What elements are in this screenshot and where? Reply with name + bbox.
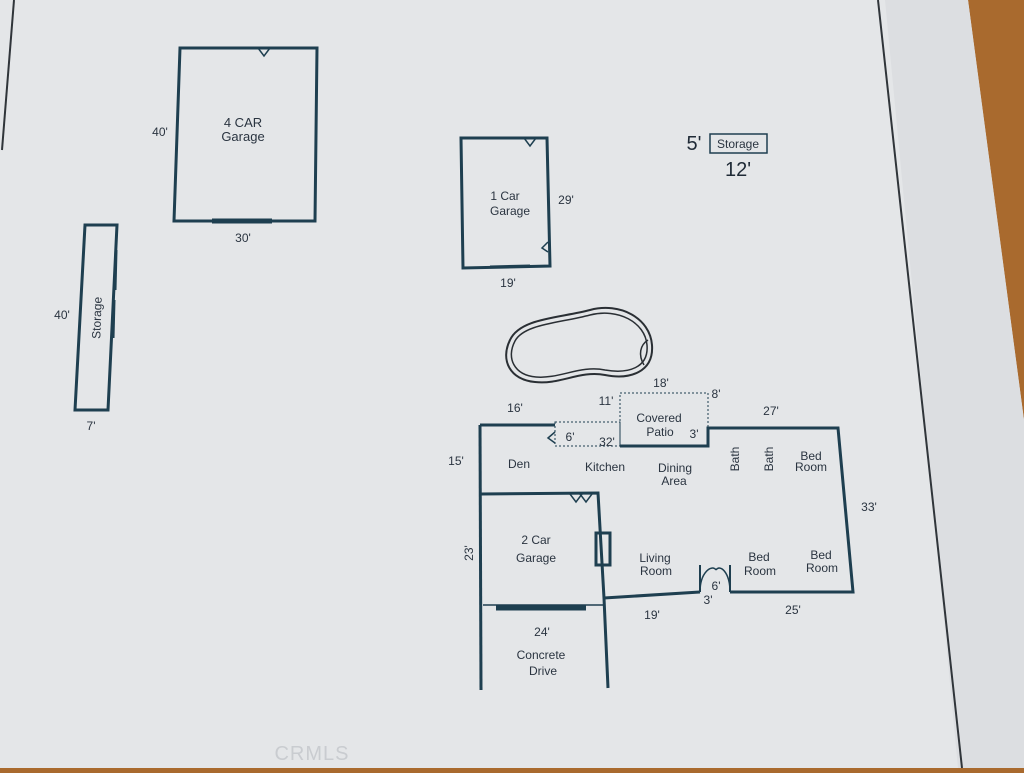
watermark: CRMLS — [274, 743, 349, 765]
garage1-label-1: 1 Car — [490, 189, 519, 203]
room-kitchen: Kitchen — [585, 460, 625, 474]
storage-small-depth: 5' — [687, 133, 702, 155]
dim-15: 15' — [448, 454, 464, 468]
concrete-drive-2: Drive — [529, 664, 557, 678]
pool — [505, 306, 654, 384]
room-bath-1: Bath — [728, 447, 742, 472]
room-bed1-1: Bed — [800, 449, 821, 463]
dim-6-den: 6' — [566, 430, 575, 444]
dim-32: 32' — [599, 435, 615, 449]
room-dining-2: Area — [661, 474, 687, 488]
room-dining-1: Dining — [658, 461, 692, 475]
dim-11: 11' — [599, 394, 614, 408]
storage-long-depth: 40' — [54, 308, 70, 322]
storage-small-label: Storage — [717, 137, 759, 151]
room-bed2-2: Room — [744, 564, 776, 578]
dim-16: 16' — [507, 401, 523, 415]
storage-small: Storage 5' 12' — [687, 133, 768, 181]
garage1-width: 19' — [500, 276, 516, 290]
room-living-1: Living — [639, 551, 670, 565]
dim-3-patio: 3' — [690, 427, 699, 441]
storage-long-width: 7' — [87, 419, 96, 433]
patio-label-2: Patio — [646, 425, 674, 439]
covered-patio: Covered Patio — [554, 392, 709, 447]
room-living-2: Room — [640, 564, 672, 578]
garage4-label-2: Garage — [221, 129, 264, 144]
dim-25: 25' — [785, 603, 801, 617]
room-bed3-1: Bed — [810, 548, 831, 562]
dim-33: 33' — [861, 500, 877, 514]
storage-small-width: 12' — [725, 159, 751, 181]
garage-4-car: 4 CAR Garage 40' 30' — [152, 46, 319, 245]
dim-19: 19' — [644, 608, 660, 622]
room-garage2-2: Garage — [516, 551, 556, 565]
patio-label-1: Covered — [636, 411, 681, 425]
garage4-label-1: 4 CAR — [224, 115, 262, 130]
concrete-drive-1: Concrete — [517, 648, 566, 662]
dim-6-door: 6' — [712, 579, 721, 593]
storage-long: Storage 40' 7' — [54, 223, 119, 433]
garage4-width: 30' — [235, 231, 251, 245]
room-bed1-2: Room — [795, 460, 827, 474]
garage1-label-2: Garage — [490, 204, 530, 218]
room-bath-2: Bath — [762, 447, 776, 472]
room-bed2-1: Bed — [748, 550, 769, 564]
room-garage2-1: 2 Car — [521, 533, 550, 547]
room-bed3-2: Room — [806, 561, 838, 575]
dim-8: 8' — [712, 387, 721, 401]
main-house: Den Kitchen Dining Area Bath Bath Bed Ro… — [448, 376, 877, 691]
dim-3-door: 3' — [704, 593, 713, 607]
dim-23: 23' — [462, 545, 476, 561]
garage4-depth: 40' — [152, 125, 168, 139]
garage1-depth: 29' — [558, 193, 574, 207]
storage-long-label: Storage — [89, 296, 104, 339]
garage-1-car: 1 Car Garage 29' 19' — [459, 136, 574, 290]
dim-24: 24' — [534, 625, 550, 639]
room-den: Den — [508, 457, 530, 471]
dim-27: 27' — [763, 404, 779, 418]
dim-18: 18' — [653, 376, 669, 390]
page-border-line — [877, 0, 963, 769]
